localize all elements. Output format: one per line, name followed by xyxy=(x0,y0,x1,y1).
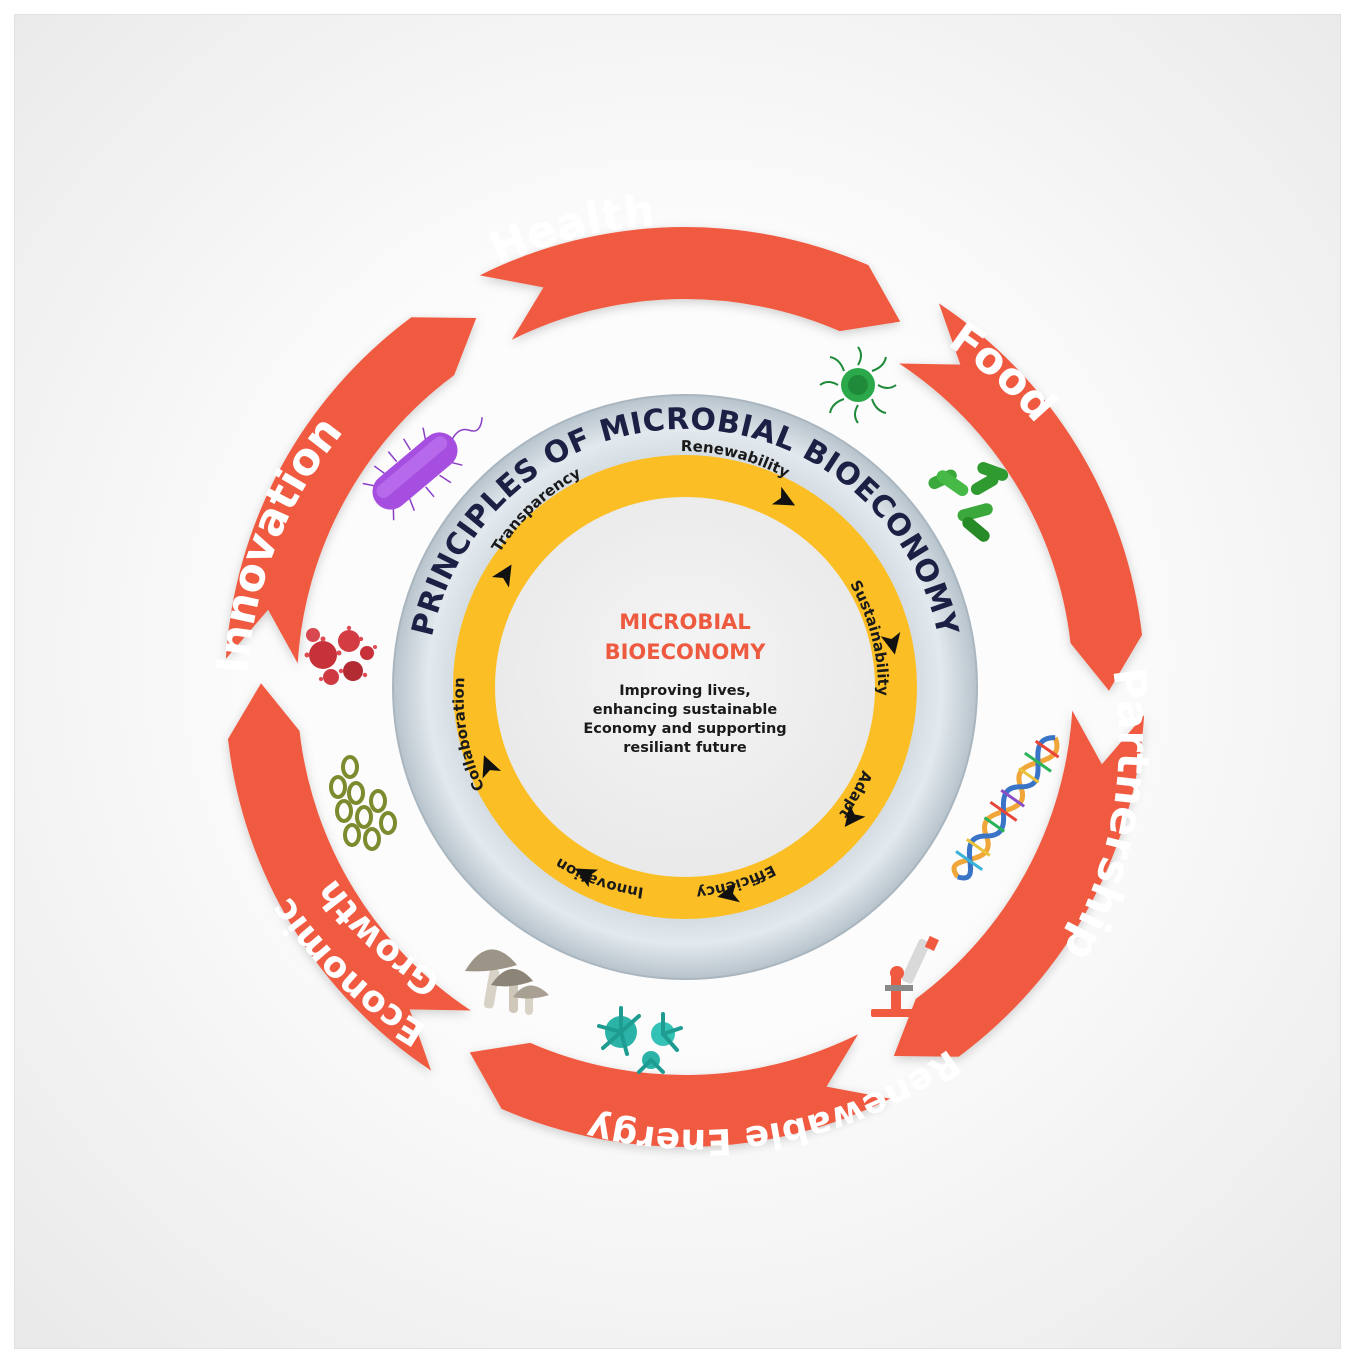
microscope-icon xyxy=(871,935,939,1017)
cycle-arrow-segment xyxy=(225,317,477,664)
principle-arrowhead xyxy=(717,882,740,903)
bioeconomy-diagram: Health Food Partnership Renewable Energy… xyxy=(15,15,1159,1162)
fungal-spores-icon xyxy=(597,1006,683,1074)
rod-bacterium-icon xyxy=(362,417,483,521)
principle-arrowhead xyxy=(771,486,796,506)
center-desc-line4: resiliant future xyxy=(623,740,747,756)
mushroom-icon xyxy=(465,949,549,1015)
virus-icon xyxy=(819,346,897,424)
principle-arrowhead xyxy=(844,804,866,827)
bacteria-cluster-icon xyxy=(928,462,1009,542)
cycle-arrow-segment xyxy=(469,1034,891,1147)
cycle-arrow-segment xyxy=(227,683,471,1071)
center-title-line1: MICROBIAL xyxy=(619,610,751,634)
cycle-arrow-segment xyxy=(479,227,901,340)
center-disc xyxy=(495,497,875,877)
center-desc-line1: Improving lives, xyxy=(619,683,751,699)
center-desc-line2: enhancing sustainable xyxy=(593,702,778,718)
coronavirus-cluster-icon xyxy=(304,625,377,685)
principle-arrows xyxy=(482,486,901,903)
principle-arrowhead xyxy=(482,755,502,779)
principle-arrowhead xyxy=(880,632,901,655)
cycle-label-innovation: Innovation xyxy=(208,407,353,675)
principle-arrowhead xyxy=(574,868,599,888)
center-title-line2: BIOECONOMY xyxy=(605,640,767,664)
cycle-arrow-segment xyxy=(893,710,1145,1057)
center-desc-line3: Economy and supporting xyxy=(583,721,786,737)
diagram-stage: Health Food Partnership Renewable Energy… xyxy=(14,14,1341,1349)
outer-cycle xyxy=(225,227,1145,1147)
dna-helix-icon xyxy=(951,735,1060,881)
cycle-arrow-segment xyxy=(899,303,1143,691)
cocci-chain-icon xyxy=(329,755,397,851)
principle-arrowhead xyxy=(491,564,512,588)
